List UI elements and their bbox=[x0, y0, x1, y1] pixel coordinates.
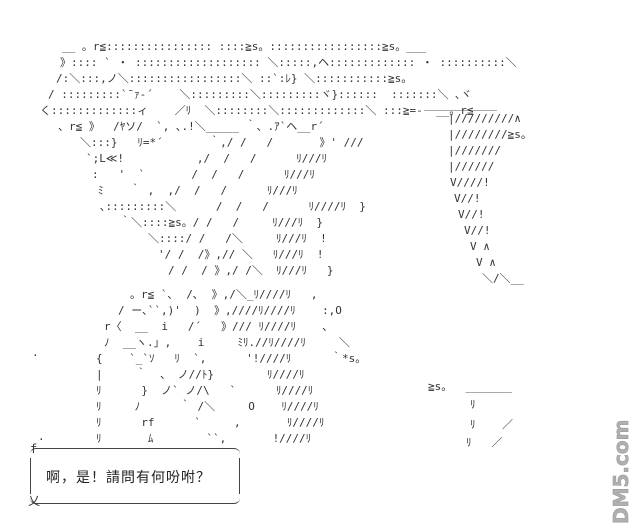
svg-text:| ｀ 、 ノ//ﾄ} ﾘ////ﾘ: | ｀ 、 ノ//ﾄ} ﾘ////ﾘ bbox=[96, 366, 304, 381]
svg-text:/ ー､``,)' ) 》,////ﾘ////ﾘ: / ー､``,)' ) 》,////ﾘ////ﾘ :,O bbox=[118, 304, 342, 317]
svg-text:'/ / /》,// ＼ ﾘ///ﾘ !: '/ / /》,// ＼ ﾘ///ﾘ ! bbox=[158, 248, 323, 261]
svg-text:|/////////∧: |/////////∧ bbox=[448, 112, 521, 125]
svg-text:ﾘ ／: ﾘ ／ bbox=[466, 436, 502, 449]
svg-text:.: . bbox=[32, 346, 39, 359]
svg-text:≧s。 _______: ≧s。 _______ bbox=[428, 380, 512, 393]
svg-text:、r≦ 》 /ﾔソ/ `, ､.!＼_____ ｀、.ｱ: 、r≦ 》 /ﾔソ/ `, ､.!＼_____ ｀、.ｱ`ヘ__r´ bbox=[58, 118, 324, 133]
svg-text:》:::: ` ・ :::::::::::::::::::: 》:::: ` ・ ::::::::::::::::::: ＼:::::,ヘ::… bbox=[60, 56, 517, 69]
svg-text:､:::::::::＼ / / /: ､:::::::::＼ / / / ﾘ////ﾘ } bbox=[100, 200, 366, 213]
svg-text:く:::::::::::::ィ ／ﾘ ＼::::::: く:::::::::::::ィ ／ﾘ ＼::::::::＼:::::::::::… bbox=[40, 104, 474, 117]
svg-text:{ `_`ｿ ﾘ `, '!////ﾘ: { `_`ｿ ﾘ `, '!////ﾘ ｀*s。 bbox=[96, 350, 366, 365]
speech-bubble-tail: 乂 bbox=[28, 494, 41, 508]
svg-text:ﾘ ﾑ ``, !//: ﾘ ﾑ ``, !////ﾘ bbox=[96, 432, 311, 445]
svg-text:: ' ` / / / ﾘ: : ' ` / / / ﾘ///ﾘ bbox=[92, 168, 315, 181]
svg-text:`;L≪! ,/ / /: `;L≪! ,/ / / ﾘ///ﾘ bbox=[86, 152, 327, 165]
svg-text:/:＼:::,ノ＼:::::::::::::::::＼ ::: /:＼:::,ノ＼:::::::::::::::::＼ ::`:ﾚ} ＼::::… bbox=[56, 72, 412, 85]
svg-text:。r≦ `､ /､ 》,/＼_ﾘ////ﾘ ,: 。r≦ `､ /､ 》,/＼_ﾘ////ﾘ , bbox=[130, 288, 317, 301]
svg-text:＼/＼__: ＼/＼__ bbox=[482, 272, 524, 285]
site-watermark-logo: DM5.com bbox=[609, 420, 634, 524]
svg-text:V//!: V//! bbox=[454, 192, 481, 205]
speech-bubble-left-edge bbox=[30, 458, 39, 494]
svg-text:V//!: V//! bbox=[464, 224, 491, 237]
svg-text:V//!: V//! bbox=[458, 208, 485, 221]
svg-text:＼::::/ / /＼ ﾘ///ﾘ !: ＼::::/ / /＼ ﾘ///ﾘ ! bbox=[148, 232, 327, 245]
svg-text:__ 。r≦:::::::::::::::: ::::≧s。: __ 。r≦:::::::::::::::: ::::≧s。::::::::::… bbox=[62, 40, 427, 53]
watermark-text: DM5.com bbox=[609, 420, 633, 524]
svg-text:/ / / 》,/ /＼ ﾘ///ﾘ }: / / / 》,/ /＼ ﾘ///ﾘ } bbox=[168, 264, 333, 277]
svg-text:|///////: |/////// bbox=[448, 144, 501, 157]
svg-text:V////!: V////! bbox=[450, 176, 490, 189]
character-face-and-body: `;L≪! ,/ / / ﾘ///ﾘ : ' ` / / / ﾘ///ﾘ ﾐ ｀… bbox=[86, 152, 366, 445]
svg-text:ﾐ ｀ , ,/ / / ﾘ///ﾘ: ﾐ ｀ , ,/ / / ﾘ///ﾘ bbox=[98, 182, 298, 197]
dialogue-text: 啊，是！請問有何吩咐？ bbox=[46, 470, 211, 486]
svg-text:ﾘ rf ` , ﾘ: ﾘ rf ` , ﾘ////ﾘ bbox=[96, 416, 324, 429]
svg-text:ﾘ ﾉ ｀ /＼ O ﾘ//: ﾘ ﾉ ｀ /＼ O ﾘ////ﾘ bbox=[96, 398, 319, 413]
svg-text:ﾘ ／: ﾘ ／ bbox=[470, 418, 513, 431]
svg-text:r〈 __ i /´ 》/// ﾘ////ﾘ: r〈 __ i /´ 》/// ﾘ////ﾘ ､ bbox=[104, 320, 328, 333]
svg-text:/ :::::::::`¯ｧ-´ ＼:::::::::: / :::::::::`¯ｧ-´ ＼:::::::::＼:::::::::ヾ}:… bbox=[48, 88, 472, 101]
svg-text:|//////: |////// bbox=[448, 160, 494, 173]
svg-text:V ∧: V ∧ bbox=[476, 256, 496, 269]
speech-bubble-corner-mark: f bbox=[30, 442, 38, 456]
svg-text:___________: ___________ bbox=[424, 98, 497, 111]
svg-text:｀＼::::≧s。/ / / ﾘ///ﾘ }: ｀＼::::≧s。/ / / ﾘ///ﾘ } bbox=[120, 214, 323, 229]
svg-text:V ∧: V ∧ bbox=[470, 240, 490, 253]
svg-text:ﾘ } ノ` ノ/\ ` ﾘ///: ﾘ } ノ` ノ/\ ` ﾘ////ﾘ bbox=[96, 384, 313, 397]
svg-text:ﾉ __ヽ.」, i ﾐﾘ.//ﾘ////ﾘ: ﾉ __ヽ.」, i ﾐﾘ.//ﾘ////ﾘ ＼ bbox=[104, 336, 350, 349]
speech-bubble-frame bbox=[30, 448, 240, 504]
speech-bubble-right-edge bbox=[231, 458, 240, 494]
svg-text:.: . bbox=[38, 430, 45, 443]
left-margin-marks: . . bbox=[32, 346, 45, 443]
speech-bubble: f 乂 啊，是！請問有何吩咐？ bbox=[28, 442, 240, 508]
svg-text:＼:::} ﾘ=*´ ｀,/ / /: ＼:::} ﾘ=*´ ｀,/ / / 》' /// bbox=[80, 134, 364, 149]
right-decoration-shape: ___________ |/////////∧ |////////≧s。 |//… bbox=[424, 98, 532, 449]
svg-text:|////////≧s。: |////////≧s。 bbox=[448, 128, 532, 141]
character-hat: __ 。r≦:::::::::::::::: ::::≧s。::::::::::… bbox=[40, 40, 517, 149]
svg-text:ﾘ: ﾘ bbox=[470, 398, 476, 411]
